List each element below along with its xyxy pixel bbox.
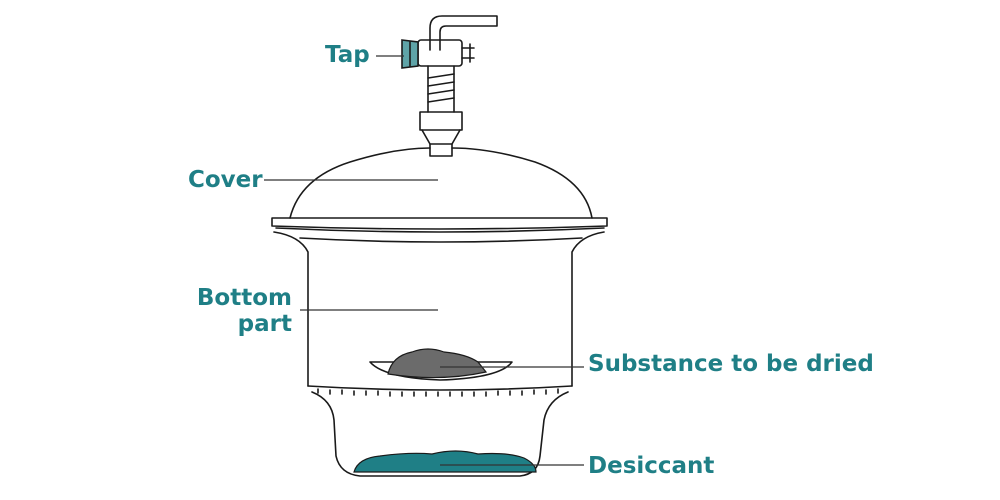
- desiccant-label: Desiccant: [588, 453, 715, 479]
- tap-assembly: [401, 15, 498, 157]
- cover-label: Cover: [188, 167, 263, 193]
- leader-lines: [264, 55, 584, 466]
- bottom-part-label-line2: part: [237, 311, 292, 337]
- substance-to-be-dried: [387, 348, 488, 379]
- substance-label: Substance to be dried: [588, 351, 874, 377]
- desiccant-layer: [353, 450, 537, 473]
- bottom-part-label-line1: Bottom: [196, 285, 292, 311]
- bottom-part: [273, 231, 605, 477]
- bottom-part-label: Bottom part: [196, 285, 292, 337]
- cover: [271, 147, 608, 233]
- tap-label: Tap: [325, 42, 370, 68]
